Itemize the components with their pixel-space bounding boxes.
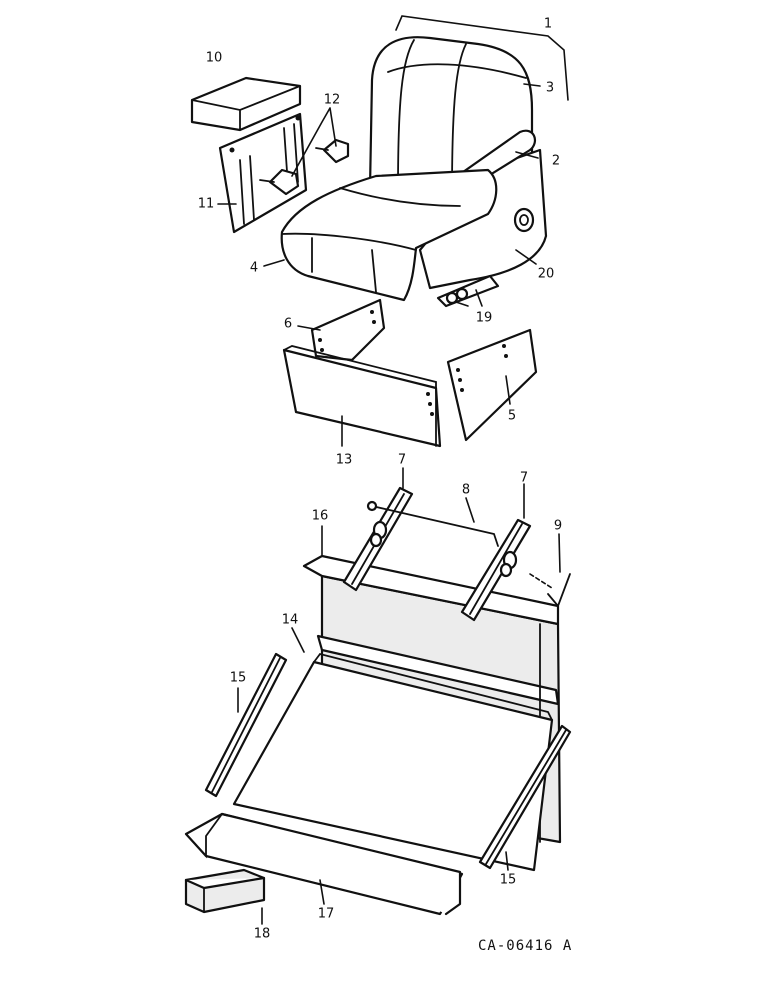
seat-cushion [280,168,498,302]
seat-rail-left [342,486,414,592]
side-rail-right [478,724,572,870]
seat-frame [418,148,548,290]
front-panel [282,345,442,448]
callout-label: 10 [206,51,223,66]
track-lever [436,274,500,308]
callout-label: 1 [544,17,552,32]
callout-label: 11 [198,197,215,212]
callout-label: 20 [538,267,555,282]
callout-label: 19 [476,311,493,326]
callout-label: 16 [312,509,329,524]
armrest-bracket [218,112,308,234]
callout-label: 14 [282,613,299,628]
callout-label: 3 [546,81,554,96]
side-rail-left [204,652,288,798]
assembly-bracket [395,15,569,101]
adjustment-knob [259,168,300,196]
callout-label: 13 [336,453,353,468]
side-plate-left [310,298,386,362]
callout-label: 12 [324,93,341,108]
callout-label: 17 [318,907,335,922]
floor-plate [232,652,554,872]
callout-label: 18 [254,927,271,942]
lower-front-panel [184,812,464,916]
leader-lines [217,83,561,925]
callout-label: 9 [554,519,562,534]
callout-label: 6 [284,317,292,332]
callout-label: 7 [398,453,406,468]
callout-label: 8 [462,483,470,498]
callout-label: 7 [520,471,528,486]
callout-label: 2 [552,154,560,169]
callout-label: 5 [508,409,516,424]
callout-label: 15 [500,873,517,888]
block [184,868,266,914]
locking-pin [529,573,571,608]
side-plate-right [446,328,538,442]
adjustment-knob [315,138,350,164]
callout-label: 15 [230,671,247,686]
armrest-pad [190,76,302,132]
callout-label: 4 [250,261,258,276]
seat-rail-right [460,518,532,622]
drawing-reference: CA-06416 A [478,938,572,954]
connecting-rod [366,500,499,547]
